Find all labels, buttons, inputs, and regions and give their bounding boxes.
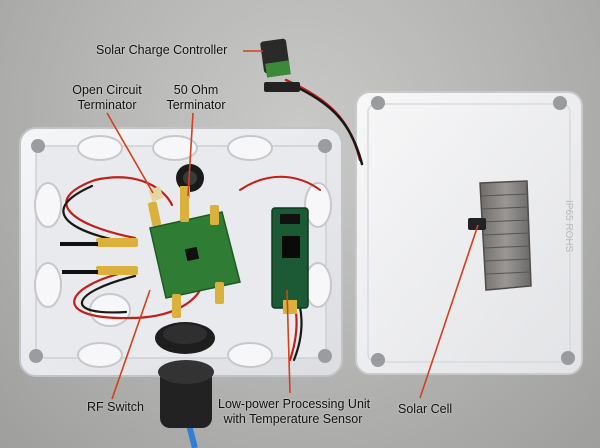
label-solar-cell: Solar Cell [398, 402, 453, 416]
label-solar-charge-controller: Solar Charge Controller [96, 43, 228, 57]
label-open-circuit-line1: Open Circuit [72, 83, 142, 97]
solar-charge-controller-module [260, 38, 300, 92]
label-processing-unit: Low-power Processing Unit with Temperatu… [218, 397, 371, 427]
label-rf-switch: RF Switch [87, 400, 144, 414]
leader-lines [106, 50, 479, 400]
rf-switch-board [60, 186, 241, 318]
solar-cell-panel [468, 180, 532, 291]
label-open-circuit-line2: Terminator [77, 98, 137, 112]
label-50-ohm-terminator: 50 Ohm Terminator [160, 83, 232, 113]
label-50-ohm-line2: Terminator [166, 98, 226, 112]
cable-gland-top [176, 164, 204, 192]
label-processing-line2: with Temperature Sensor [223, 412, 363, 426]
label-open-circuit-terminator: Open Circuit Terminator [62, 83, 152, 113]
label-50-ohm-line1: 50 Ohm [173, 83, 219, 97]
enclosure-lid: IP65 ROHS [355, 91, 583, 375]
svg-text:IP65 ROHS: IP65 ROHS [563, 200, 574, 253]
cable-gland-bottom [155, 322, 215, 428]
processing-board [271, 207, 309, 314]
label-processing-line1: Low-power Processing Unit [218, 397, 371, 411]
